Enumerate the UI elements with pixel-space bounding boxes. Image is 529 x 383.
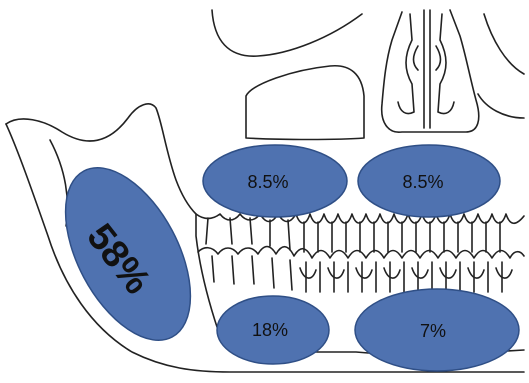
region-mandible-body-label: 18% bbox=[252, 320, 288, 340]
region-maxilla-left-label: 8.5% bbox=[402, 172, 443, 192]
region-maxilla-right-label: 8.5% bbox=[247, 172, 288, 192]
lower-teeth-roots bbox=[212, 256, 502, 292]
maxilla-right-inner bbox=[478, 94, 524, 118]
nasal-concha-right bbox=[436, 46, 441, 70]
region-maxilla-left: 8.5% bbox=[358, 145, 500, 217]
nasal-septum bbox=[424, 10, 430, 128]
lower-teeth bbox=[198, 247, 524, 259]
region-mandible-anterior-label: 7% bbox=[420, 321, 446, 341]
lower-teeth-root-tips bbox=[300, 268, 512, 278]
region-mandible-anterior: 7% bbox=[355, 289, 519, 371]
region-maxilla-right: 8.5% bbox=[203, 145, 347, 217]
orbit-outline bbox=[212, 10, 362, 56]
maxilla-right-outline bbox=[484, 14, 524, 74]
nasal-inner-left bbox=[398, 14, 414, 114]
region-mandible-angle-ramus: 58% bbox=[40, 148, 217, 361]
coronoid-notch bbox=[50, 140, 67, 226]
nasal-concha-left bbox=[414, 46, 419, 70]
zygoma-outline bbox=[246, 66, 364, 140]
region-mandible-body: 18% bbox=[217, 296, 329, 364]
